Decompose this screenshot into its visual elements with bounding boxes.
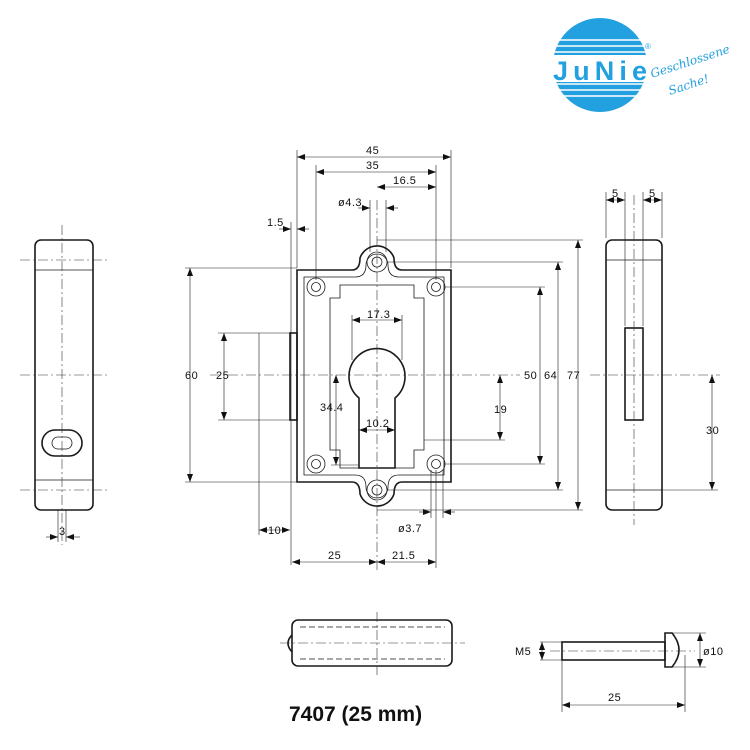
dim-dia-10: ø10 [703,646,723,658]
dim-50: 50 [524,370,537,382]
dim-17-3: 17.3 [367,309,390,321]
dim-dia-3-7: ø3.7 [398,523,422,535]
dim-64: 64 [544,370,557,382]
dim-10: 10 [268,525,281,537]
dim-45: 45 [366,145,379,157]
dim-25-backset: 25 [328,550,341,562]
right-side-view [590,192,720,525]
dim-dia-4-3: ø4.3 [338,197,362,209]
dim-m5: M5 [515,646,531,658]
dim-34-4: 34.4 [320,402,343,414]
extension-lines [185,150,583,568]
junie-logo: JuNie ® Geschlossene Sache! [548,18,731,112]
dim-1-5: 1.5 [267,217,284,229]
dim-35: 35 [366,160,379,172]
dim-60: 60 [185,370,198,382]
logo-brand: JuNie [553,56,647,86]
dim-25-screw: 25 [608,692,621,704]
logo-slogan-2: Sache! [667,72,711,98]
dim-3: 3 [59,526,66,538]
bottom-view [280,612,465,675]
dim-30: 30 [706,425,719,437]
dim-77: 77 [567,370,580,382]
dim-16-5: 16.5 [393,175,416,187]
dim-19: 19 [494,404,507,416]
logo-slogan-1: Geschlossene [649,42,732,81]
dim-10-2: 10.2 [366,418,389,430]
dim-21-5: 21.5 [392,550,415,562]
front-view [210,200,520,570]
left-side-view [20,225,110,545]
dimension-lines [187,154,581,565]
logo-registered: ® [645,42,651,51]
dim-25-bolt: 25 [216,370,229,382]
dim-5-left: 5 [612,188,619,200]
dim-5-right: 5 [649,188,656,200]
dimension-labels: 45 35 16.5 ø4.3 1.5 60 25 10 17.3 34.4 1… [59,145,723,704]
product-title: 7407 (25 mm) [289,703,422,726]
screw-view [539,632,706,712]
